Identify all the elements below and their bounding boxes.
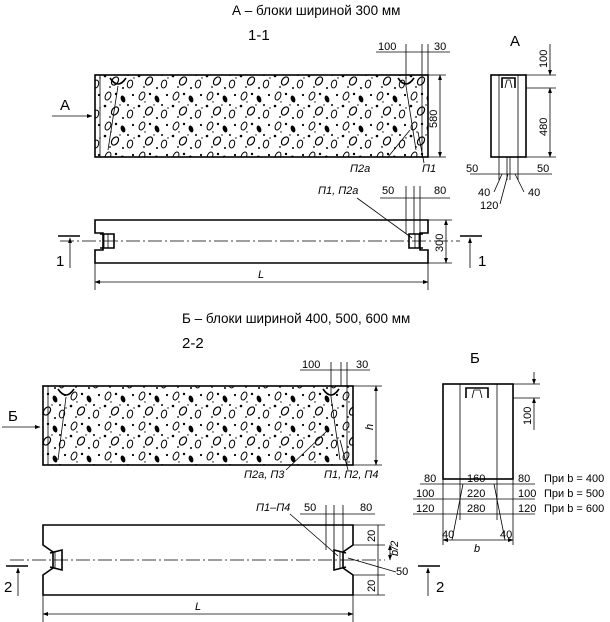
dim-a-end-480: 480 <box>538 118 550 136</box>
dim-b-30: 30 <box>356 359 368 371</box>
cut-b-left: 2 <box>4 579 12 596</box>
title-part-b: Б – блоки шириной 400, 500, 600 мм <box>182 311 410 326</box>
label-b-plan: П1–П4 <box>256 502 290 514</box>
dim-a-end-100: 100 <box>538 50 550 68</box>
b-row1-left: 80 <box>424 473 436 485</box>
dim-b-plan-b2: b/2 <box>389 541 401 556</box>
part-a-end-view: 100 480 50 50 40 40 120 <box>466 44 556 212</box>
dim-a-100: 100 <box>378 41 396 53</box>
b-row2-left: 100 <box>416 488 434 500</box>
label-b-right: П1, П2, П4 <box>324 469 379 481</box>
dim-a-end-40-right: 40 <box>528 187 540 199</box>
dim-a-plan-50: 50 <box>382 185 394 197</box>
label-a-p1: П1 <box>422 163 436 175</box>
dim-b-height: h <box>364 424 376 430</box>
dim-a-580: 580 <box>428 110 440 128</box>
part-a-elevation: А 100 30 580 П2а П1 <box>52 41 450 175</box>
label-b-left: П2а, П3 <box>244 469 285 481</box>
cut-b-right: 2 <box>436 579 444 596</box>
dim-b-length: L <box>195 601 201 613</box>
dim-b-plan-20-bottom: 20 <box>366 580 378 592</box>
section-a-view: А <box>510 33 520 50</box>
section-b-cut: 2-2 <box>182 335 204 352</box>
dim-a-plan-300: 300 <box>434 234 446 252</box>
title-part-a: А – блоки шириной 300 мм <box>232 3 400 18</box>
dim-b-end-width: b <box>474 543 480 555</box>
b-row3-right: 120 <box>518 503 536 515</box>
dim-a-plan-80: 80 <box>434 185 446 197</box>
dim-b-end-100: 100 <box>522 407 534 425</box>
dim-b-plan-20-top: 20 <box>366 530 378 542</box>
part-a-plan: 50 80 П1, П2а 300 L 1 1 <box>56 185 486 290</box>
b-row2-condition: При b = 500 <box>544 488 604 500</box>
part-b-elevation: Б 100 30 h П2а, П3 П1, П2, П4 <box>2 359 382 481</box>
dim-a-end-120: 120 <box>480 200 498 212</box>
b-row3-condition: При b = 600 <box>544 503 604 515</box>
dim-a-30: 30 <box>434 41 446 53</box>
label-a-p2a: П2а <box>350 163 370 175</box>
dim-b-end-40-right: 40 <box>500 529 512 541</box>
b-row1-condition: При b = 400 <box>544 473 604 485</box>
dim-b-plan-80: 80 <box>360 502 372 514</box>
arrow-label-a: А <box>60 97 70 114</box>
dim-a-length: L <box>258 269 264 281</box>
dim-a-end-40-left: 40 <box>478 187 490 199</box>
b-row3-center: 280 <box>467 503 485 515</box>
cut-a-left: 1 <box>56 253 64 270</box>
b-row2-center: 220 <box>467 488 485 500</box>
b-row1-center: 160 <box>467 473 485 485</box>
label-a-plan: П1, П2а <box>318 185 358 197</box>
dim-a-end-50-left: 50 <box>466 163 478 175</box>
dim-b-plan-50-side: 50 <box>396 566 408 578</box>
b-row3-left: 120 <box>416 503 434 515</box>
cut-a-right: 1 <box>478 253 486 270</box>
part-b-plan: 50 80 П1–П4 20 b/2 20 50 L 2 2 <box>4 502 444 622</box>
b-row1-right: 80 <box>518 473 530 485</box>
dim-a-end-50-right: 50 <box>537 163 549 175</box>
section-b-view: Б <box>470 350 480 367</box>
dim-b-100: 100 <box>302 359 320 371</box>
part-b-end-view: 100 80 160 80 При b = 400 100 220 100 Пр… <box>413 372 604 555</box>
b-row2-right: 100 <box>518 488 536 500</box>
dim-b-end-40-left: 40 <box>442 529 454 541</box>
dim-b-plan-50: 50 <box>304 502 316 514</box>
arrow-label-b: Б <box>8 408 18 425</box>
section-a-cut: 1-1 <box>248 27 270 44</box>
